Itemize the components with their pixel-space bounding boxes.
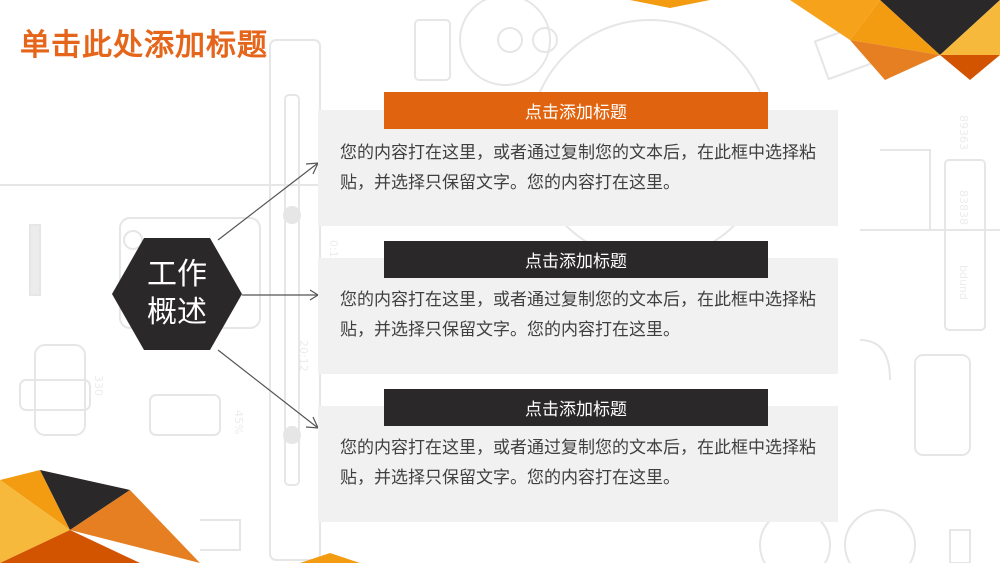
card-3-body[interactable]: 您的内容打在这里，或者通过复制您的文本后，在此框中选择粘贴，并选择只保留文字。您… — [340, 438, 816, 488]
hexagon-label-line1: 工作 — [147, 257, 207, 292]
card-2-body[interactable]: 您的内容打在这里，或者通过复制您的文本后，在此框中选择粘贴，并选择只保留文字。您… — [340, 290, 816, 340]
svg-text:20:12: 20:12 — [297, 340, 310, 372]
card-1-body[interactable]: 您的内容打在这里，或者通过复制您的文本后，在此框中选择粘贴，并选择只保留文字。您… — [340, 143, 816, 193]
corner-decoration-bottom-left — [0, 470, 200, 563]
card-1-heading[interactable]: 点击添加标题 — [384, 92, 768, 129]
corner-decoration-top-mid — [630, 0, 710, 8]
slide-title[interactable]: 单击此处添加标题 — [20, 28, 268, 63]
card-3-heading[interactable]: 点击添加标题 — [384, 389, 768, 426]
hexagon-shape — [112, 238, 242, 350]
connector-arrow-3 — [217, 349, 319, 429]
svg-text:89363: 89363 — [957, 115, 970, 150]
corner-decoration-bottom-mid — [300, 553, 360, 563]
corner-decoration-top-right — [790, 0, 1000, 80]
content-card-1 — [318, 110, 838, 226]
card-1-heading-text: 点击添加标题 — [525, 103, 627, 123]
svg-text:330: 330 — [92, 375, 105, 396]
card-3-heading-text: 点击添加标题 — [525, 400, 627, 420]
svg-text:83838: 83838 — [957, 190, 970, 225]
overview-hexagon: 工作 概述 — [112, 238, 242, 350]
svg-text:45%: 45% — [232, 410, 245, 434]
card-2-heading[interactable]: 点击添加标题 — [384, 241, 768, 278]
hexagon-label-line2: 概述 — [147, 295, 207, 330]
connector-arrow-1 — [217, 162, 319, 241]
svg-text:bdund: bdund — [957, 265, 970, 300]
card-2-heading-text: 点击添加标题 — [525, 252, 627, 272]
